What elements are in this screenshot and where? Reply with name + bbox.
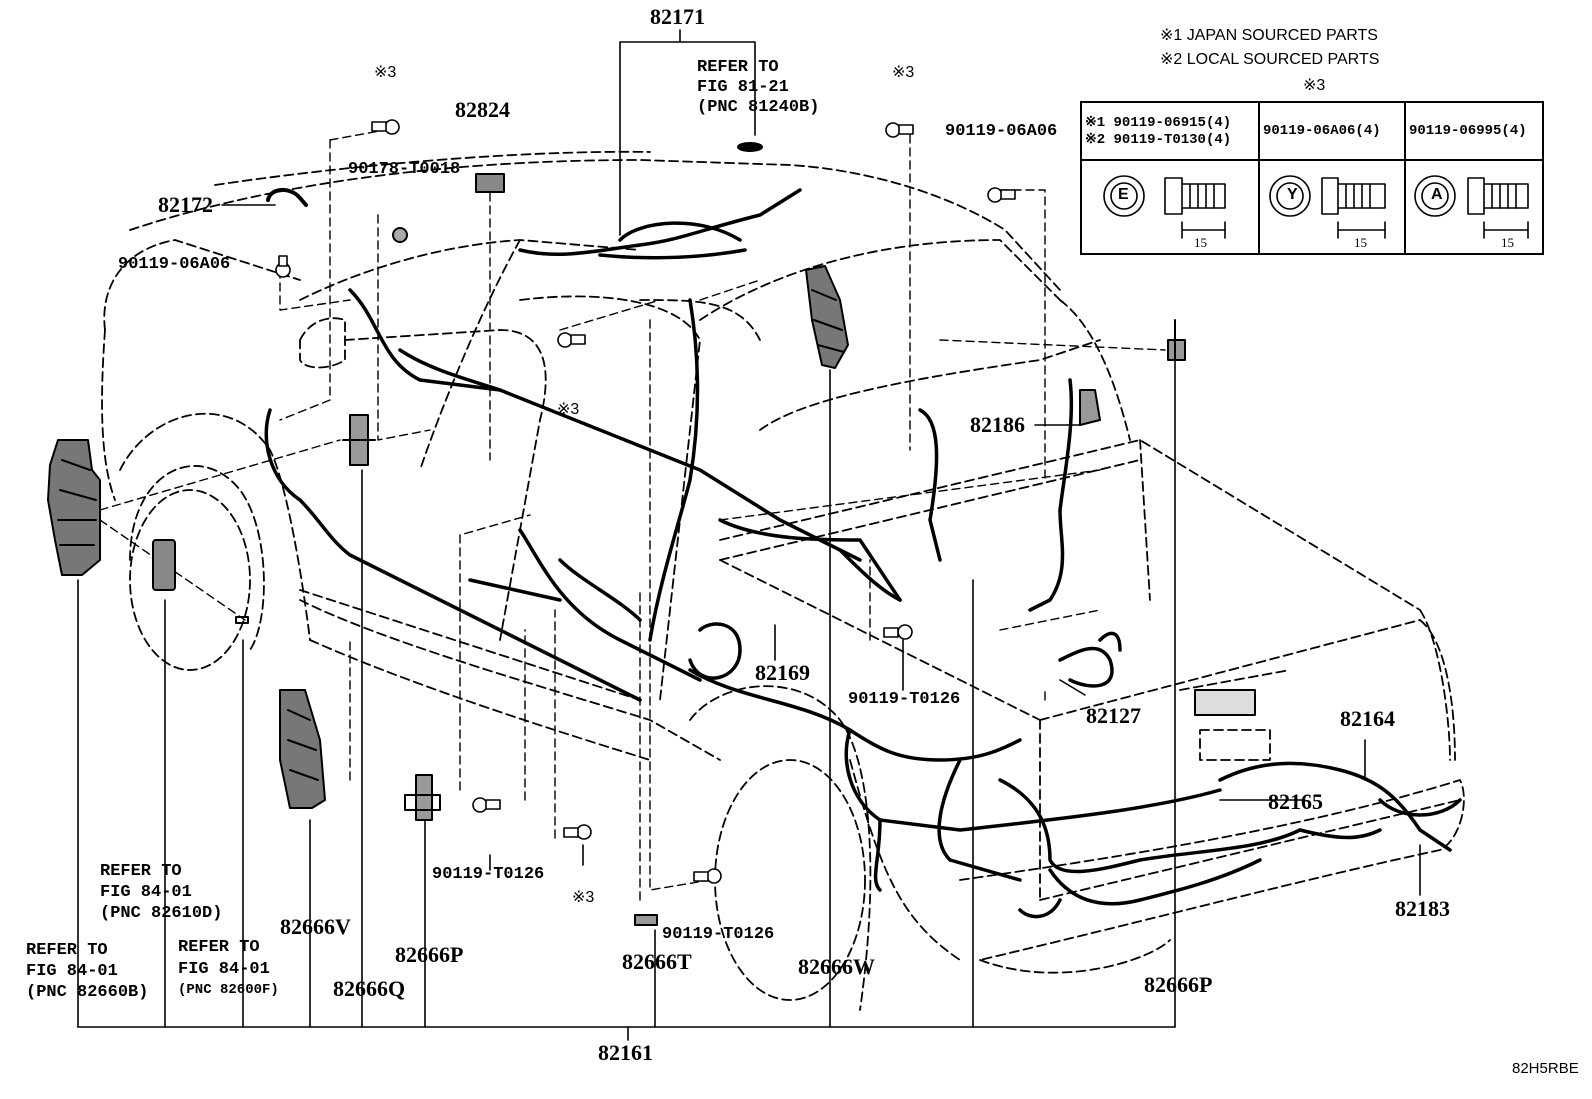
- part-label-82171: 82171: [650, 4, 705, 29]
- part-label-90119-06A06-left: 90119-06A06: [118, 255, 231, 274]
- bolt-table-drawings: [1103, 175, 1529, 239]
- refer-fig-84-01-b-line3: (PNC 82660B): [26, 983, 149, 1002]
- part-label-82666Q: 82666Q: [333, 976, 406, 1001]
- refer-fig-84-01-f-line1: REFER TO: [178, 938, 260, 957]
- bracket-b-pillar: [805, 265, 849, 369]
- part-label-82169: 82169: [755, 660, 810, 685]
- part-label-82161: 82161: [598, 1040, 653, 1065]
- note-3-label: ※3: [557, 401, 580, 418]
- part-label-90119-T0126-bottom: 90119-T0126: [662, 925, 775, 944]
- connector-82666Q: [342, 414, 376, 466]
- part-label-90119-T0126-mid: 90119-T0126: [848, 690, 961, 709]
- dashed-leader-lines: [99, 129, 1166, 901]
- note-3-label: ※3: [374, 64, 397, 81]
- bolt-icon: [987, 187, 1016, 203]
- bolt-dimension: 15: [1354, 235, 1367, 250]
- refer-fig-84-01-d-line3: (PNC 82610D): [100, 904, 223, 923]
- bolt-table-cell: 90119-06A06(4) Y 15: [1260, 103, 1406, 253]
- bolt-part-number: ※2 90119-T0130(4): [1085, 132, 1232, 148]
- bolt-table-title: ※3: [1303, 77, 1326, 94]
- part-label-82824: 82824: [455, 97, 510, 122]
- clip-82172: [266, 188, 308, 207]
- part-label-90119-T0126-low: 90119-T0126: [432, 865, 545, 884]
- bolt-table-cell: ※1 90119-06915(4) ※2 90119-T0130(4) E 15: [1082, 103, 1260, 253]
- refer-fig-81-21-line3: (PNC 81240B): [697, 98, 820, 117]
- part-label-82666V: 82666V: [280, 914, 351, 939]
- relay-block: [152, 539, 176, 591]
- wire-harness: [264, 188, 1462, 919]
- bolt-part-number: 90119-06995(4): [1409, 123, 1527, 139]
- connector-82666P-left: [404, 774, 441, 821]
- legend-japan-sourced: ※1 JAPAN SOURCED PARTS: [1160, 27, 1378, 44]
- refer-fig-84-01-d-line2: FIG 84-01: [100, 883, 192, 902]
- part-label-82127: 82127: [1086, 703, 1141, 728]
- part-label-82172: 82172: [158, 192, 213, 217]
- part-label-82666P-left: 82666P: [395, 942, 464, 967]
- grommet-90178: [392, 227, 408, 243]
- part-label-90119-06A06-right: 90119-06A06: [945, 122, 1058, 141]
- bolt-icon: [371, 119, 400, 135]
- bolt-icon: [275, 255, 291, 278]
- refer-fig-81-21-line1: REFER TO: [697, 58, 779, 77]
- part-label-82183: 82183: [1395, 896, 1450, 921]
- bolts: [275, 119, 1016, 884]
- connector-82666T: [634, 914, 658, 926]
- bolt-table-cell: 90119-06995(4) A 15: [1406, 103, 1542, 253]
- bolt-mark: Y: [1287, 186, 1298, 203]
- bolt-icon: [693, 868, 722, 884]
- part-82824: [475, 173, 505, 193]
- bolt-table: ※1 90119-06915(4) ※2 90119-T0130(4) E 15…: [1080, 101, 1544, 255]
- part-label-82165: 82165: [1268, 789, 1323, 814]
- refer-fig-84-01-d-line1: REFER TO: [100, 862, 182, 881]
- bolt-icon: [885, 122, 914, 138]
- bolt-part-number: ※1 90119-06915(4): [1085, 115, 1232, 131]
- bolt-part-number: 90119-06A06(4): [1263, 123, 1381, 139]
- refer-fig-84-01-f-line3: (PNC 82600F): [178, 982, 279, 998]
- part-label-82186: 82186: [970, 412, 1025, 437]
- refer-fig-84-01-b-line1: REFER TO: [26, 941, 108, 960]
- illustration-code: 82H5RBE: [1512, 1060, 1579, 1077]
- bolt-dimension: 15: [1501, 235, 1514, 250]
- part-label-82666P-right: 82666P: [1144, 972, 1213, 997]
- bolt-dimension: 15: [1194, 235, 1207, 250]
- bracket-82666V: [279, 689, 326, 809]
- bolt-icon: [472, 797, 501, 813]
- bolt-icon: [557, 332, 586, 348]
- junction-block-left: [47, 439, 101, 576]
- leader-lines: [77, 29, 1421, 1041]
- part-label-90178-T0018: 90178-T0018: [348, 160, 461, 179]
- note-3-label: ※3: [572, 889, 595, 906]
- part-label-82666T: 82666T: [622, 949, 692, 974]
- legend-local-sourced: ※2 LOCAL SOURCED PARTS: [1160, 51, 1380, 68]
- refer-fig-84-01-f-line2: FIG 84-01: [178, 960, 270, 979]
- vehicle-outline: [101, 150, 1465, 1011]
- part-label-82666W: 82666W: [798, 954, 875, 979]
- components: [47, 142, 1256, 926]
- refer-fig-81-21-line2: FIG 81-21: [697, 78, 789, 97]
- bolt-mark: A: [1431, 186, 1443, 203]
- note-3-label: ※3: [892, 64, 915, 81]
- bolt-icon: [883, 624, 913, 640]
- bolt-mark: E: [1118, 186, 1129, 203]
- refer-fig-84-01-b-line2: FIG 84-01: [26, 962, 118, 981]
- part-label-82164: 82164: [1340, 706, 1395, 731]
- bolt-icon: [563, 824, 592, 840]
